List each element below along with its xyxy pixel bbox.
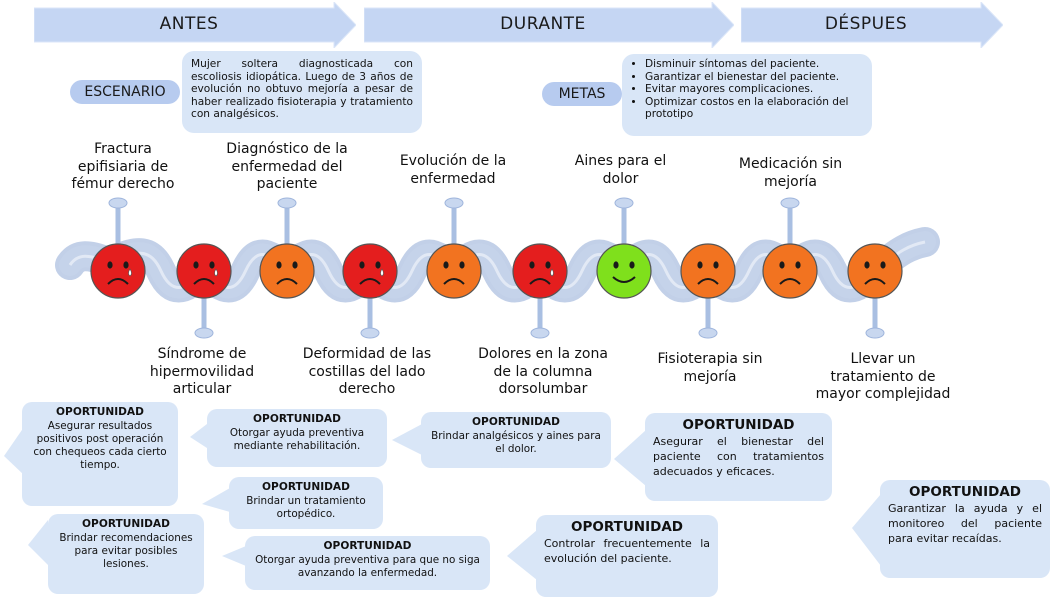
opportunity-card: OPORTUNIDAD Otorgar ayuda preventiva med…: [207, 409, 387, 467]
event-medicacion: Medicación sin mejoría: [738, 156, 843, 190]
stem-knob: [865, 327, 885, 339]
stem-knob: [108, 197, 128, 209]
event-dolores: Dolores en la zona de la columna dorsolu…: [478, 346, 608, 397]
opportunity-card: OPORTUNIDAD Controlar frecuentemente la …: [536, 515, 718, 597]
opportunity-card: OPORTUNIDAD Asegurar resultados positivo…: [22, 402, 178, 506]
stem-knob: [530, 327, 550, 339]
opportunity-title: OPORTUNIDAD: [323, 540, 412, 552]
stem-knob: [277, 197, 297, 209]
arrow-shape: [741, 2, 1003, 48]
sad-face-icon: [847, 243, 903, 299]
opportunity-card: OPORTUNIDAD Brindar analgésicos y aines …: [421, 412, 611, 468]
opportunity-text: Otorgar ayuda preventiva mediante rehabi…: [229, 427, 365, 452]
goals-label: METAS: [542, 82, 622, 106]
event-fractura: Fractura epifisiaria de fémur derecho: [71, 141, 175, 192]
goal-item: Garantizar el bienestar del paciente.: [645, 71, 864, 84]
opportunity-text: Controlar frecuentemente la evolución de…: [544, 537, 710, 565]
goal-item: Disminuir síntomas del paciente.: [645, 58, 864, 71]
opportunity-title: OPORTUNIDAD: [472, 416, 560, 428]
phase-label: ANTES: [159, 14, 219, 34]
phase-arrow-antes: ANTES: [34, 2, 356, 48]
event-deformidad: Deformidad de las costillas del lado der…: [302, 346, 432, 397]
opportunity-title: OPORTUNIDAD: [909, 484, 1021, 500]
opportunity-card: OPORTUNIDAD Otorgar ayuda preventiva par…: [245, 536, 490, 590]
sad-face-icon: [259, 243, 315, 299]
goals-list: Disminuir síntomas del paciente. Garanti…: [622, 54, 872, 136]
scenario-label: ESCENARIO: [70, 80, 180, 104]
phase-label: DÉSPUES: [824, 14, 908, 34]
opportunity-text: Brindar recomendaciones para evitar posi…: [59, 532, 193, 570]
stem-knob: [698, 327, 718, 339]
opportunity-card: OPORTUNIDAD Brindar recomendaciones para…: [48, 514, 204, 594]
goal-item: Evitar mayores complicaciones.: [645, 83, 864, 96]
stem-knob: [360, 327, 380, 339]
event-llevar: Llevar un tratamiento de mayor complejid…: [815, 351, 951, 402]
crying-face-icon: [342, 243, 398, 299]
opportunity-title: OPORTUNIDAD: [82, 518, 170, 530]
timeline-stems: [108, 197, 885, 339]
event-sindrome: Síndrome de hipermovilidad articular: [149, 346, 255, 397]
opportunity-title: OPORTUNIDAD: [56, 406, 144, 418]
phase-arrow-durante: DURANTE: [364, 2, 734, 48]
timeline-faces: [90, 243, 903, 299]
arrow-shape: [34, 2, 356, 48]
crying-face-icon: [512, 243, 568, 299]
arrow-shape: [364, 2, 734, 48]
opportunity-card: OPORTUNIDAD Garantizar la ayuda y el mon…: [880, 480, 1050, 578]
opportunity-title: OPORTUNIDAD: [571, 519, 683, 535]
opportunity-text: Brindar un tratamiento ortopédico.: [246, 495, 366, 520]
phase-label: DURANTE: [500, 14, 586, 34]
opportunity-text: Otorgar ayuda preventiva para que no sig…: [255, 554, 480, 579]
opportunity-card: OPORTUNIDAD Asegurar el bienestar del pa…: [645, 413, 832, 501]
crying-face-icon: [90, 243, 146, 299]
sad-face-icon: [426, 243, 482, 299]
opportunity-text: Garantizar la ayuda y el monitoreo del p…: [888, 502, 1042, 545]
crying-face-icon: [176, 243, 232, 299]
event-evolucion: Evolución de la enfermedad: [399, 153, 507, 187]
opportunity-title: OPORTUNIDAD: [262, 481, 350, 493]
stem-knob: [194, 327, 214, 339]
stem-knob: [614, 197, 634, 209]
stem-knob: [780, 197, 800, 209]
goal-item: Optimizar costos en la elaboración del p…: [645, 96, 864, 121]
opportunity-title: OPORTUNIDAD: [253, 413, 341, 425]
phase-arrow-despues: DÉSPUES: [741, 2, 1003, 48]
sad-face-icon: [762, 243, 818, 299]
event-fisioterapia: Fisioterapia sin mejoría: [657, 351, 763, 385]
opportunity-title: OPORTUNIDAD: [682, 417, 795, 433]
stem-knob: [444, 197, 464, 209]
scenario-text: Mujer soltera diagnosticada con escolios…: [182, 51, 422, 133]
opportunity-text: Asegurar el bienestar del paciente con t…: [653, 435, 824, 478]
opportunity-text: Asegurar resultados positivos post opera…: [33, 420, 167, 471]
happy-face-icon: [596, 243, 652, 299]
opportunity-card: OPORTUNIDAD Brindar un tratamiento ortop…: [229, 477, 383, 529]
event-diagnostico: Diagnóstico de la enfermedad del pacient…: [226, 141, 348, 192]
event-aines: Aines para el dolor: [574, 153, 667, 187]
opportunity-text: Brindar analgésicos y aines para el dolo…: [431, 430, 601, 455]
sad-face-icon: [680, 243, 736, 299]
